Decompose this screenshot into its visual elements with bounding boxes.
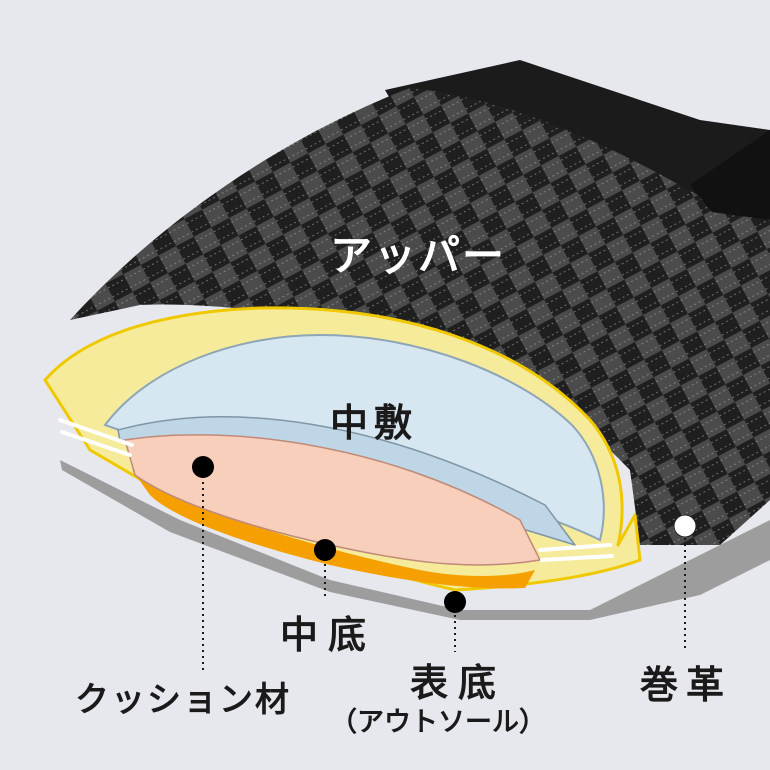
label-upper: アッパー xyxy=(330,231,507,280)
marker-outsole xyxy=(444,591,466,613)
label-outsole-sub: （アウトソール） xyxy=(330,707,546,738)
marker-midsole xyxy=(314,539,336,561)
stitch-left xyxy=(58,418,134,457)
label-midsole: 中底 xyxy=(280,613,377,657)
stitch-right xyxy=(538,543,614,562)
cushion-shape xyxy=(124,434,542,566)
midsole-shape xyxy=(132,470,535,589)
outsole-shape xyxy=(60,460,770,620)
label-insole: 中敷 xyxy=(330,401,419,445)
label-cushion: クッション材 xyxy=(75,680,291,720)
marker-wrap-leather xyxy=(673,514,697,538)
label-outsole: 表底 xyxy=(410,661,507,705)
marker-cushion xyxy=(192,456,214,478)
label-wrap-leather: 巻革 xyxy=(640,663,733,707)
upper-rim xyxy=(690,130,770,220)
